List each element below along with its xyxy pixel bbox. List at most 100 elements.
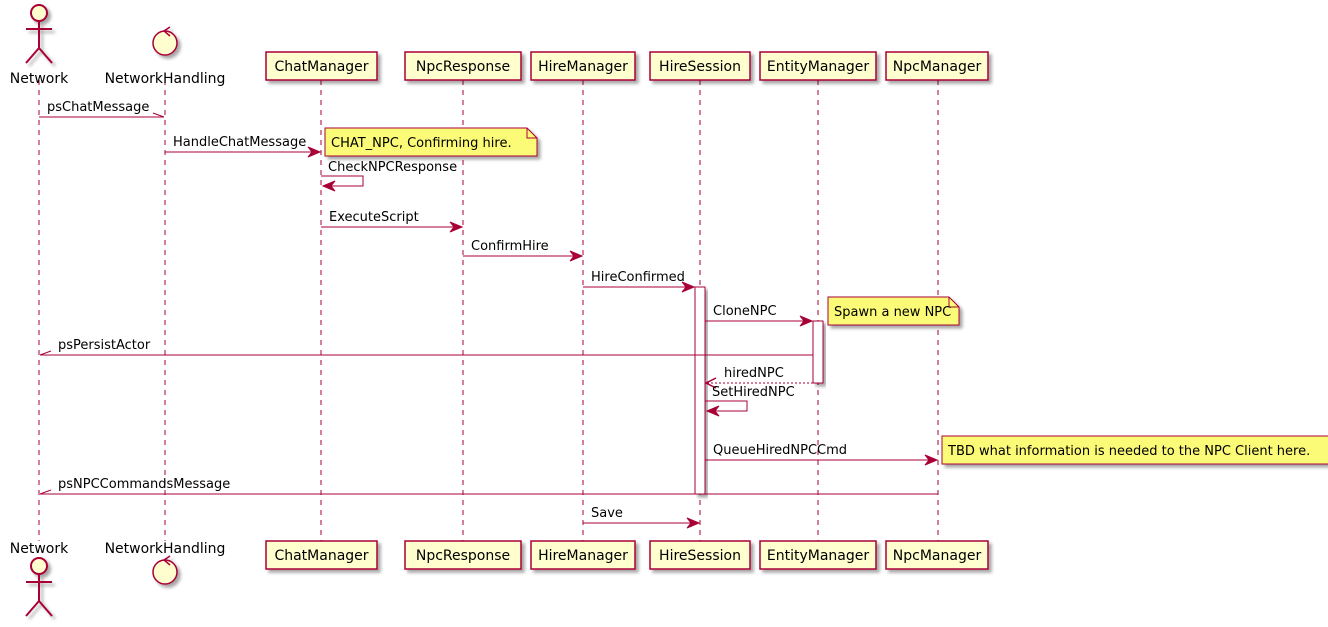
message-label: ExecuteScript bbox=[329, 210, 419, 225]
message-label: SetHiredNPC bbox=[712, 385, 795, 400]
participant-bottom-chatmanager: ChatManager bbox=[265, 540, 378, 570]
participant-box bbox=[530, 540, 636, 570]
participant-top-chatmanager: ChatManager bbox=[265, 51, 378, 81]
participant-bottom-hiremanager: HireManager bbox=[530, 540, 636, 570]
note-box bbox=[324, 127, 538, 157]
message-label: HireConfirmed bbox=[591, 270, 685, 285]
participant-top-npcresponse: NpcResponse bbox=[404, 51, 522, 81]
participant-label: NpcResponse bbox=[416, 59, 510, 75]
participant-label: HireSession bbox=[659, 59, 741, 75]
participant-label: HireManager bbox=[538, 59, 628, 75]
participant-label: HireSession bbox=[659, 548, 741, 564]
message-QueueHiredNPCCmd: QueueHiredNPCCmd bbox=[705, 443, 939, 466]
arrowhead bbox=[799, 315, 814, 327]
message-psPersistActor: psPersistActor bbox=[39, 338, 813, 356]
actor-icon bbox=[25, 4, 53, 64]
note-fold bbox=[526, 128, 537, 139]
arrowhead bbox=[686, 517, 701, 529]
actor-icon bbox=[25, 557, 53, 617]
participant-bottom-networkhandling: NetworkHandling bbox=[105, 541, 226, 585]
note-box bbox=[941, 435, 1328, 465]
participant-label: ChatManager bbox=[274, 59, 368, 75]
arrowhead bbox=[681, 281, 696, 293]
message-HandleChatMessage: HandleChatMessage bbox=[165, 135, 322, 158]
message-ExecuteScript: ExecuteScript bbox=[321, 210, 464, 233]
message-hiredNPC: hiredNPC bbox=[704, 366, 813, 389]
participant-top-entitymanager: EntityManager bbox=[759, 51, 877, 81]
arrowhead bbox=[569, 250, 584, 262]
message-psChatMessage: psChatMessage bbox=[39, 100, 165, 118]
participant-label: ChatManager bbox=[274, 548, 368, 564]
control-icon bbox=[152, 555, 178, 585]
arrowhead bbox=[39, 489, 52, 495]
participant-top-networkhandling: NetworkHandling bbox=[105, 26, 226, 87]
participant-label: NpcManager bbox=[893, 548, 982, 564]
participant-label: Network bbox=[10, 541, 69, 557]
participant-bottom-npcresponse: NpcResponse bbox=[404, 540, 522, 570]
participant-box bbox=[759, 51, 877, 81]
participant-top-network: Network bbox=[10, 4, 69, 87]
participant-label: HireManager bbox=[538, 548, 628, 564]
participant-label: NetworkHandling bbox=[105, 71, 226, 87]
participant-box bbox=[265, 51, 378, 81]
participant-box bbox=[649, 51, 751, 81]
message-psNPCCommandsMessage: psNPCCommandsMessage bbox=[39, 477, 938, 495]
participant-box bbox=[759, 540, 877, 570]
message-ConfirmHire: ConfirmHire bbox=[463, 239, 584, 262]
message-CheckNPCResponse: CheckNPCResponse bbox=[321, 160, 457, 192]
message-SetHiredNPC: SetHiredNPC bbox=[705, 385, 795, 417]
message-label: psPersistActor bbox=[58, 338, 151, 353]
participant-box bbox=[404, 51, 522, 81]
message-label: HandleChatMessage bbox=[173, 135, 306, 150]
message-label: Save bbox=[591, 506, 623, 521]
arrowhead bbox=[704, 377, 717, 389]
arrowhead bbox=[449, 221, 464, 233]
participant-bottom-hiresession: HireSession bbox=[649, 540, 751, 570]
message-line bbox=[321, 175, 364, 187]
participant-box bbox=[885, 540, 989, 570]
participant-box bbox=[404, 540, 522, 570]
note-3: TBD what information is needed to the NP… bbox=[941, 435, 1328, 465]
participant-label: EntityManager bbox=[767, 548, 869, 564]
message-HireConfirmed: HireConfirmed bbox=[583, 270, 696, 293]
arrowhead bbox=[705, 405, 720, 417]
participant-label: NetworkHandling bbox=[105, 541, 226, 557]
message-label: psNPCCommandsMessage bbox=[58, 477, 230, 492]
participant-label: EntityManager bbox=[767, 59, 869, 75]
participant-bottom-network: Network bbox=[10, 541, 69, 617]
participant-box bbox=[649, 540, 751, 570]
participant-label: NpcManager bbox=[893, 59, 982, 75]
participant-label: NpcResponse bbox=[416, 548, 510, 564]
activation-hiresession bbox=[694, 286, 706, 495]
arrowhead bbox=[321, 180, 336, 192]
arrowhead bbox=[924, 454, 939, 466]
note-2: Spawn a new NPC bbox=[827, 296, 960, 326]
participant-top-hiresession: HireSession bbox=[649, 51, 751, 81]
message-CloneNPC: CloneNPC bbox=[705, 304, 814, 327]
participant-bottom-entitymanager: EntityManager bbox=[759, 540, 877, 570]
message-label: CloneNPC bbox=[713, 304, 777, 319]
message-label: QueueHiredNPCCmd bbox=[713, 443, 847, 458]
note-text: CHAT_NPC, Confirming hire. bbox=[331, 136, 512, 151]
control-icon bbox=[152, 26, 178, 56]
arrowhead bbox=[152, 112, 165, 118]
note-box bbox=[827, 296, 960, 326]
message-label: psChatMessage bbox=[47, 100, 149, 115]
note-text: Spawn a new NPC bbox=[834, 305, 951, 320]
message-label: hiredNPC bbox=[724, 366, 784, 381]
message-line bbox=[705, 400, 748, 412]
participant-top-hiremanager: HireManager bbox=[530, 51, 636, 81]
message-label: CheckNPCResponse bbox=[328, 160, 457, 175]
participant-box bbox=[265, 540, 378, 570]
participant-box bbox=[530, 51, 636, 81]
arrowhead bbox=[307, 146, 322, 158]
message-Save: Save bbox=[583, 506, 701, 529]
message-label: ConfirmHire bbox=[471, 239, 549, 254]
note-fold bbox=[948, 297, 959, 308]
note-text: TBD what information is needed to the NP… bbox=[947, 444, 1310, 459]
activation-entitymanager bbox=[812, 320, 824, 384]
arrowhead bbox=[39, 350, 52, 356]
participant-box bbox=[885, 51, 989, 81]
participant-label: Network bbox=[10, 71, 69, 87]
